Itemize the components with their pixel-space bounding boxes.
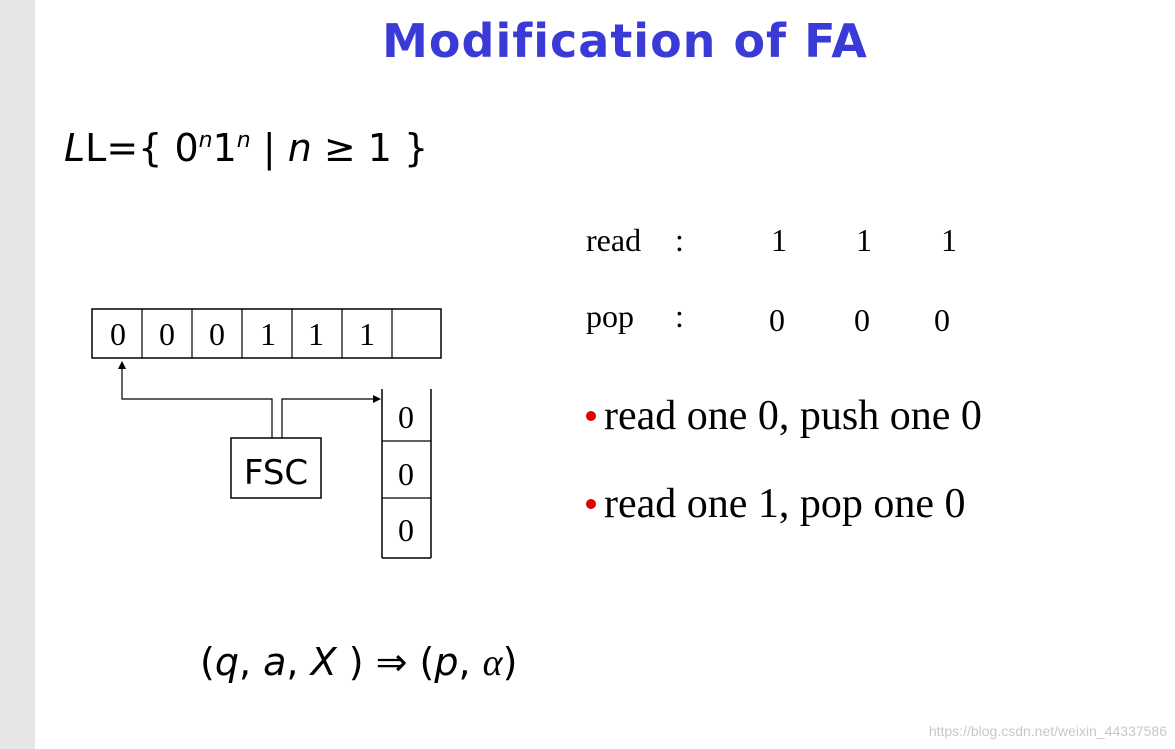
pop-value: 0 bbox=[934, 302, 950, 338]
lang-prefix: L={ bbox=[85, 126, 175, 170]
tape-cell: 0 bbox=[209, 316, 225, 352]
lang-one: 1 bbox=[212, 126, 237, 170]
finite-state-control: FSC bbox=[230, 437, 322, 499]
left-margin-bar bbox=[0, 0, 35, 749]
lang-exp-2: n bbox=[236, 128, 251, 153]
tape-cell: 1 bbox=[308, 316, 324, 352]
read-head-arrow bbox=[118, 361, 273, 438]
tape-cell: 0 bbox=[110, 316, 126, 352]
slide-title: Modification of FA bbox=[382, 14, 868, 68]
formula-arrow: ) ⇒ ( bbox=[336, 640, 435, 684]
stack-cell: 0 bbox=[398, 456, 414, 492]
stack-cell: 0 bbox=[398, 399, 414, 435]
bullet-text: read one 0, push one 0 bbox=[604, 393, 982, 439]
tape-cell: 1 bbox=[260, 316, 276, 352]
bullet-dot-icon bbox=[586, 411, 596, 421]
formula-comma: , bbox=[286, 640, 311, 684]
read-row-label: read bbox=[586, 222, 642, 258]
stack: 0 0 0 bbox=[381, 389, 432, 559]
transition-formula: (q, a, X ) ⇒ (p, α) bbox=[200, 640, 517, 685]
lang-n: n bbox=[287, 126, 312, 170]
lang-bar: | bbox=[250, 126, 288, 170]
pop-row-colon: : bbox=[675, 298, 684, 334]
bullet-item: read one 1, pop one 0 bbox=[586, 480, 966, 528]
read-row-colon: : bbox=[675, 222, 684, 258]
bullet-text: read one 1, pop one 0 bbox=[604, 481, 966, 527]
formula-a: a bbox=[263, 640, 287, 684]
bullet-dot-icon bbox=[586, 499, 596, 509]
fsc-box bbox=[230, 437, 322, 499]
lang-exp-1: n bbox=[198, 128, 213, 153]
read-value: 1 bbox=[771, 222, 787, 258]
formula-comma: , bbox=[458, 640, 483, 684]
formula-close: ) bbox=[502, 640, 518, 684]
tape-cell: 1 bbox=[359, 316, 375, 352]
pop-value: 0 bbox=[854, 302, 870, 338]
formula-alpha: α bbox=[482, 642, 503, 684]
lang-zero: 0 bbox=[174, 126, 199, 170]
formula-q: q bbox=[214, 640, 239, 684]
formula-comma: , bbox=[238, 640, 264, 684]
tape-cell: 0 bbox=[159, 316, 175, 352]
read-value: 1 bbox=[856, 222, 872, 258]
language-name: L bbox=[64, 126, 86, 170]
pop-row-label: pop bbox=[586, 298, 634, 334]
input-tape: 0 0 0 1 1 1 bbox=[91, 308, 442, 359]
bullet-item: read one 0, push one 0 bbox=[586, 392, 982, 440]
lang-cond: ≥ 1 } bbox=[311, 126, 429, 170]
formula-open: ( bbox=[200, 640, 215, 684]
fsc-label: FSC bbox=[244, 453, 308, 493]
tape-border bbox=[91, 308, 442, 359]
language-definition: LL={ 0n1n | n ≥ 1 } bbox=[64, 126, 428, 170]
stack-cell: 0 bbox=[398, 512, 414, 548]
formula-p: p bbox=[434, 640, 459, 684]
watermark: https://blog.csdn.net/weixin_44337586 bbox=[928, 723, 1167, 739]
pop-value: 0 bbox=[769, 302, 785, 338]
read-value: 1 bbox=[941, 222, 957, 258]
stack-pointer-arrow bbox=[281, 395, 381, 438]
formula-x: X bbox=[310, 640, 337, 684]
